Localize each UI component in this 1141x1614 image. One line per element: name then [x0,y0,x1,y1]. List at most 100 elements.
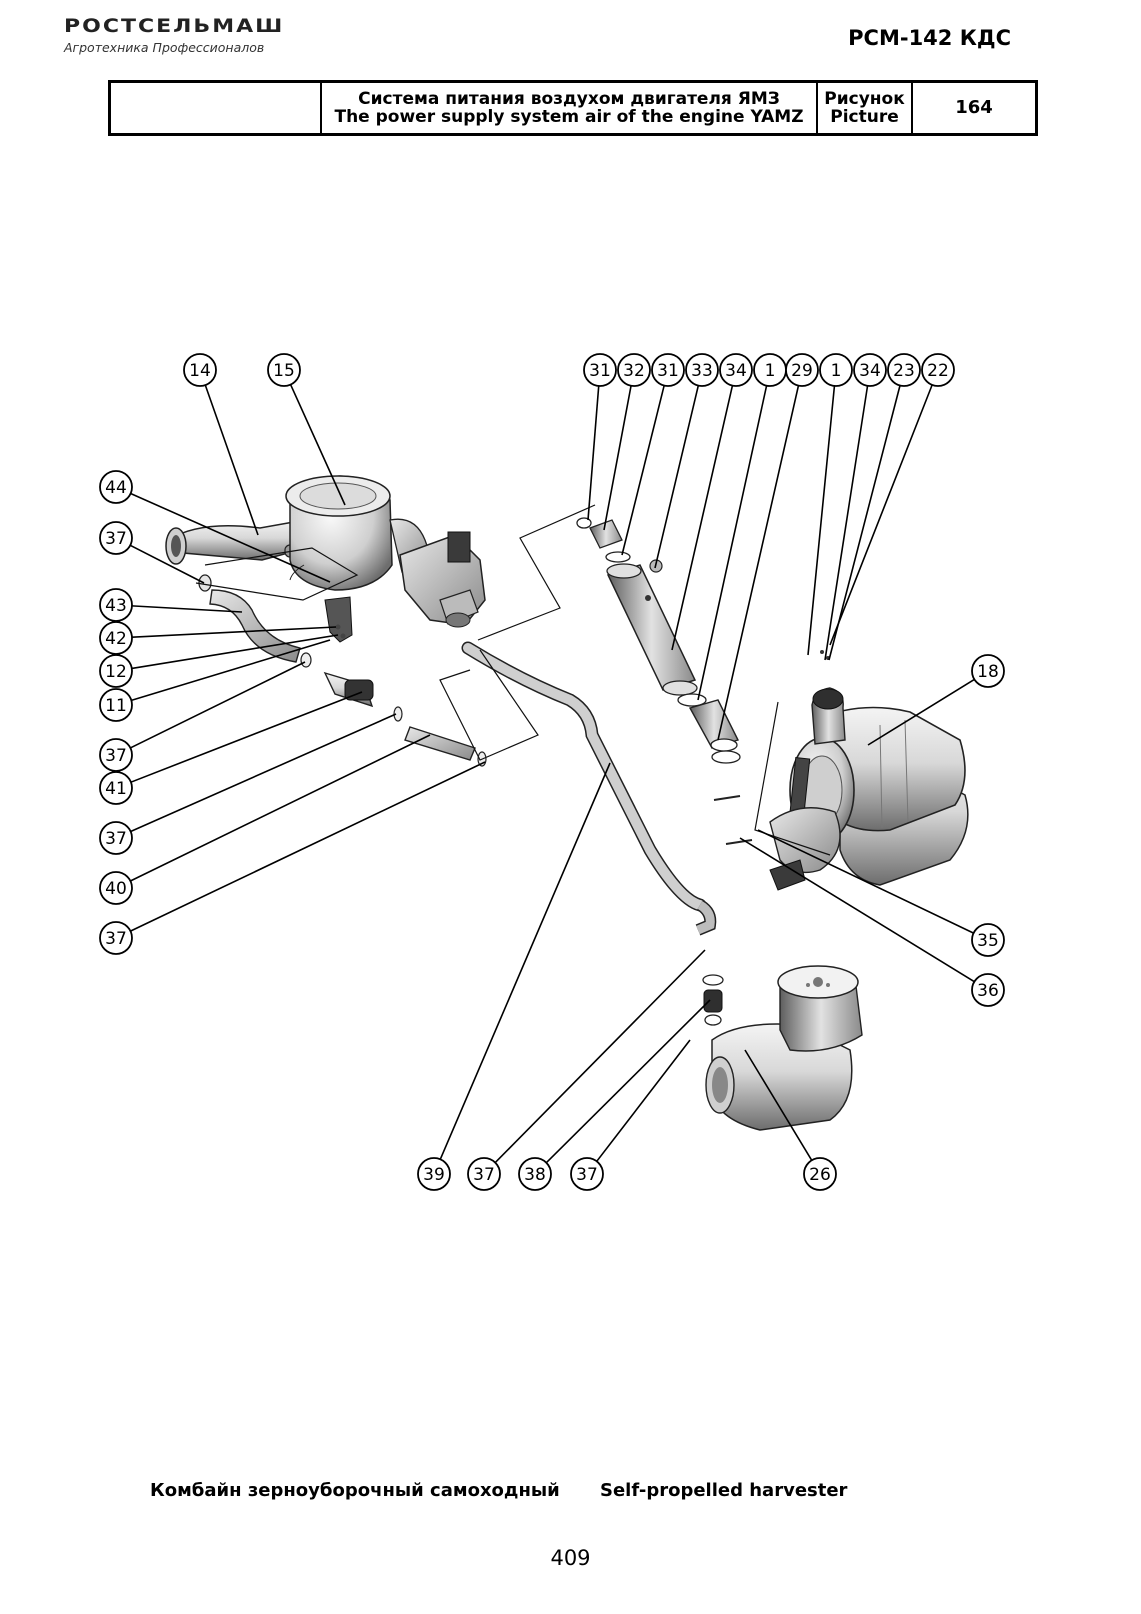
title-ru: Система питания воздухом двигателя ЯМЗ [358,89,780,109]
leader-line [130,734,431,882]
leader-line [828,385,901,661]
logo-wordmark: РОСТСЕЛЬМАШ [64,16,285,38]
leader-line [130,713,397,833]
callout-label: 32 [623,361,645,381]
callout-label: 34 [725,361,747,381]
callout-circle [518,1157,552,1191]
callout-circle [267,353,301,387]
callout-18: 18 [867,654,1005,746]
intake-pipe-stack [576,517,830,764]
callout-label: 37 [576,1165,598,1185]
callout-37: 37 [467,949,706,1191]
leader-line [131,639,331,702]
callout-label: 36 [977,981,999,1001]
leader-line [131,605,243,613]
callout-label: 44 [105,478,127,498]
callout-44: 44 [99,470,331,583]
callout-circle [99,921,133,955]
callout-23: 23 [828,353,921,661]
callout-34: 34 [824,353,887,661]
callout-circle [99,621,133,655]
lower-cleaner-housing [702,965,863,1131]
callout-circle [99,738,133,772]
leader-line [494,949,706,1164]
leader-line [717,385,800,741]
callout-circle [887,353,921,387]
leader-line [829,384,933,646]
callout-12: 12 [99,634,339,688]
callout-label: 22 [927,361,949,381]
callout-circle [971,654,1005,688]
callout-circle [99,470,133,504]
callout-label: 39 [423,1165,445,1185]
callout-label: 43 [105,596,127,616]
callout-circle [99,688,133,722]
leader-line [757,829,974,934]
precleaner-assembly [165,475,486,643]
callout-37: 37 [99,661,306,772]
callout-circle [971,923,1005,957]
figure-label-en: Picture [830,107,899,127]
callout-circle [570,1157,604,1191]
callout-14: 14 [183,353,259,536]
leader-line [439,762,611,1160]
callout-circle [467,1157,501,1191]
leader-line [596,1039,691,1162]
callout-22: 22 [829,353,955,646]
callout-label: 37 [105,746,127,766]
callout-label: 37 [105,829,127,849]
callout-37: 37 [570,1039,691,1191]
callout-circle [583,353,617,387]
callout-label: 18 [977,662,999,682]
title-en: The power supply system air of the engin… [334,107,804,127]
callout-circle [853,353,887,387]
callout-40: 40 [99,734,431,905]
leader-line [867,678,975,746]
callout-label: 37 [105,529,127,549]
callout-label: 23 [893,361,915,381]
callout-label: 37 [105,929,127,949]
model-name: РСМ-142 КДС [848,26,1011,50]
callout-label: 11 [105,696,127,716]
callout-label: 33 [691,361,713,381]
leader-line [130,691,363,783]
callout-circle [785,353,819,387]
callout-circle [99,871,133,905]
callout-label: 14 [189,361,211,381]
callout-label: 38 [524,1165,546,1185]
leader-line [545,999,711,1164]
title-block: Система питания воздухом двигателя ЯМЗ T… [108,80,1038,136]
callout-43: 43 [99,588,243,622]
callout-circle [803,1157,837,1191]
callout-circle [971,973,1005,1007]
callout-label: 41 [105,779,127,799]
callout-circle [921,353,955,387]
title-block-empty-cell [111,83,322,133]
callout-label: 35 [977,931,999,951]
figure-number: 164 [955,97,993,118]
leader-line [587,385,600,521]
callout-41: 41 [99,691,363,805]
left-hose-chain [198,574,487,767]
callout-26: 26 [744,1049,837,1191]
footer-caption-ru: Комбайн зерноуборочный самоходный [150,1480,560,1501]
callout-1: 1 [697,353,787,701]
callout-label: 31 [589,361,611,381]
callout-37: 37 [99,521,205,584]
callout-label: 42 [105,629,127,649]
title-block-figure-label: Рисунок Picture [818,83,913,133]
callout-label: 29 [791,361,813,381]
callout-37: 37 [99,761,486,955]
leader-line [130,761,486,932]
leader-line [697,385,768,701]
callout-33: 33 [654,353,719,569]
leader-line [131,626,337,638]
title-block-title: Система питания воздухом двигателя ЯМЗ T… [322,83,818,133]
callout-label: 1 [831,361,842,381]
callout-label: 31 [657,361,679,381]
callout-circle [417,1157,451,1191]
figure-label-ru: Рисунок [824,89,905,109]
leader-line [807,385,836,656]
